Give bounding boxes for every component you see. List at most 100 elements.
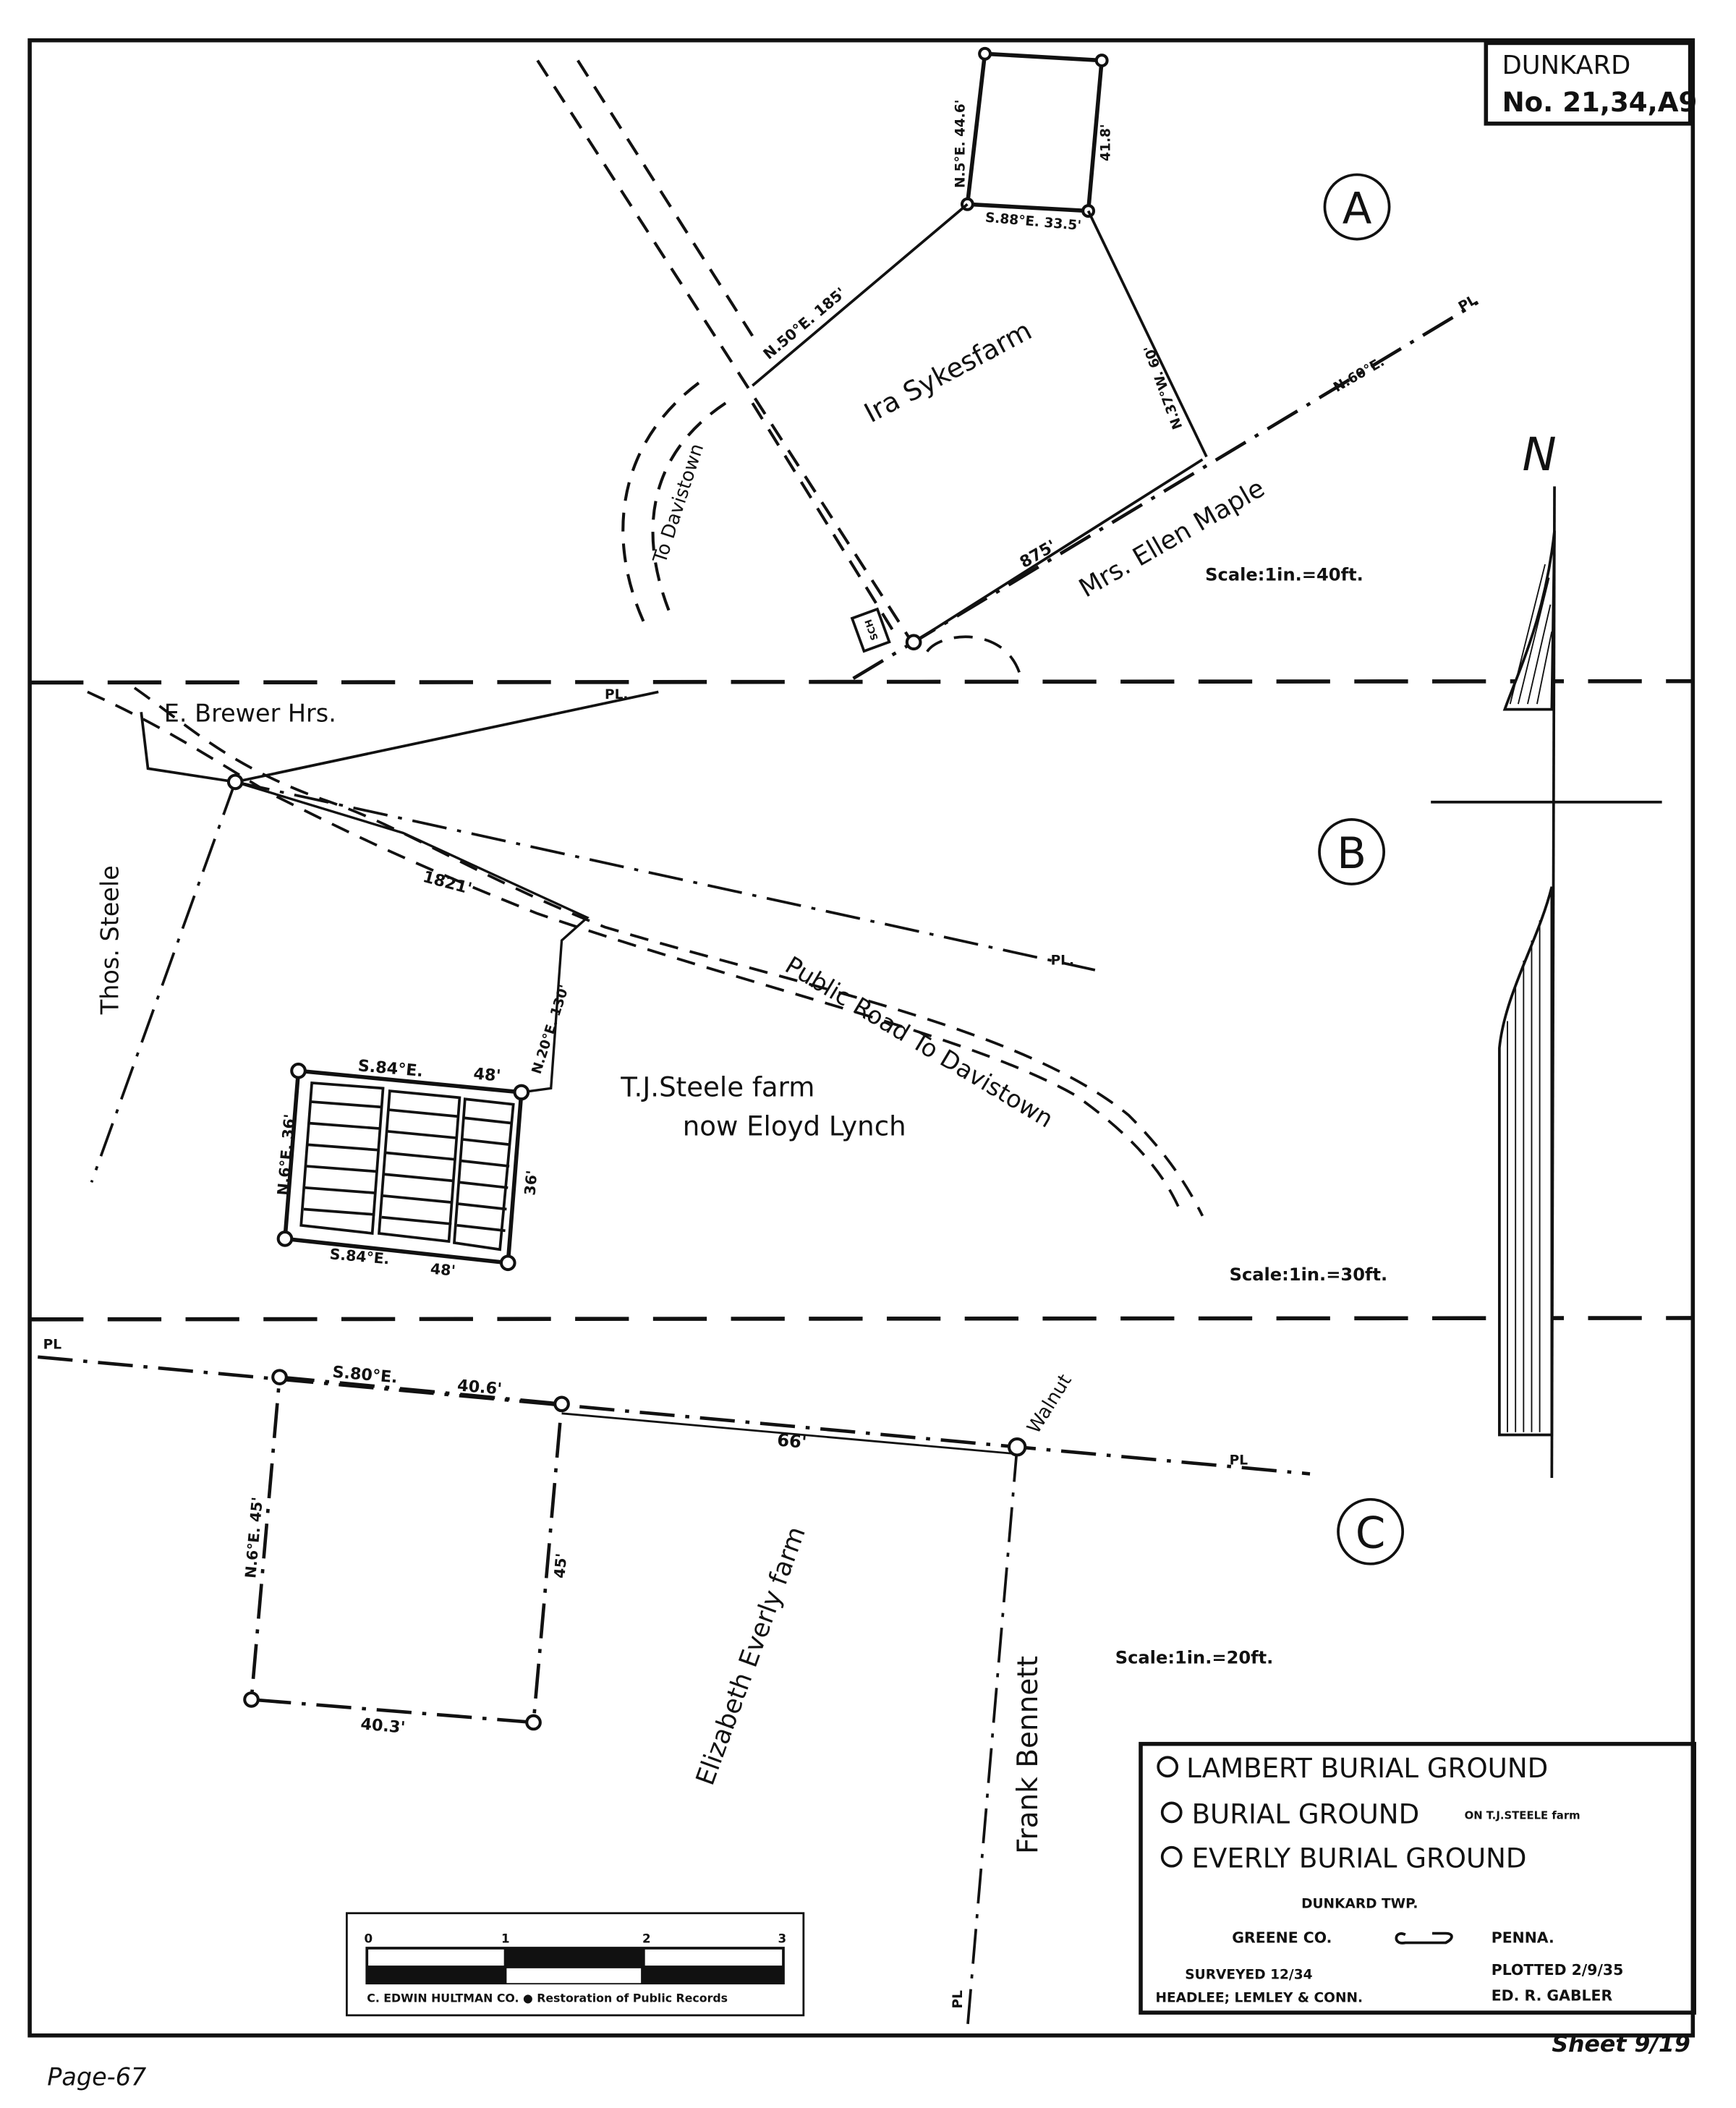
- neighbor-north: E. Brewer Hrs.: [164, 699, 336, 727]
- legend-marker-a: [1157, 1756, 1179, 1778]
- section-divider-bc: [30, 1316, 1693, 1322]
- lot-c-boundary: [250, 1375, 564, 1725]
- lot-a-boundary: [965, 51, 1105, 213]
- call-bottom-len: 48': [430, 1260, 456, 1280]
- scale-tick-0: 0: [365, 1931, 373, 1946]
- driveway: [926, 635, 1023, 679]
- corner-monument: [978, 46, 992, 61]
- legend-marker-c: [1160, 1845, 1183, 1868]
- call-offset: 66': [776, 1429, 807, 1452]
- flourish-icon: [1395, 1931, 1453, 1945]
- walnut-tree-icon: [1007, 1437, 1027, 1457]
- thos-steele-line: [90, 781, 237, 1183]
- public-road: [87, 687, 1204, 1217]
- road-frontage-line: [913, 458, 1204, 644]
- brewer-line: [140, 690, 659, 783]
- legend-plotter: ED. R. GABLER: [1492, 1986, 1613, 2004]
- pl-label: PL: [43, 1338, 62, 1353]
- corner-monument: [513, 1084, 530, 1101]
- call-west: N.6°E. 45': [242, 1496, 266, 1578]
- neighbor-label: Frank Bennett: [1012, 1656, 1044, 1854]
- legend-box: LAMBERT BURIAL GROUND BURIAL GROUND ON T…: [1139, 1741, 1696, 2015]
- scale-label: Scale:1in.=20ft.: [1115, 1647, 1274, 1667]
- legend-b: BURIAL GROUND: [1192, 1798, 1420, 1829]
- road-label: To Davistown: [649, 441, 708, 566]
- pl-label: PL.: [605, 687, 628, 702]
- pl-label: PL.: [1051, 953, 1074, 968]
- title-district: DUNKARD: [1502, 51, 1631, 80]
- scale-label: Scale:1in.=40ft.: [1205, 564, 1363, 585]
- corner-monument: [226, 773, 244, 791]
- farm-label: Elizabeth Everly farm: [690, 1523, 811, 1789]
- scale-bar-caption: C. EDWIN HULTMAN CO. ● Restoration of Pu…: [367, 1991, 728, 2005]
- section-b: E. Brewer Hrs. PL. PL. Thos. Steele T.J.…: [87, 687, 1388, 1285]
- section-marker-b: [1318, 818, 1386, 885]
- corner-monument: [276, 1231, 294, 1247]
- pl-label: PL: [1230, 1453, 1248, 1468]
- burial-plots: [299, 1081, 515, 1251]
- legend-surveyors: HEADLEE; LEMLEY & CONN.: [1155, 1990, 1363, 2005]
- north-arrow: N: [1431, 428, 1662, 1478]
- call-road: 1821': [421, 867, 474, 898]
- legend-b-suffix: ON T.J.STEELE farm: [1465, 1809, 1580, 1822]
- sheet-number: Sheet 9/19: [1552, 2031, 1690, 2057]
- legend-state: PENNA.: [1492, 1929, 1554, 1947]
- call-east: 41.8': [1098, 124, 1113, 161]
- corner-monument: [905, 634, 922, 651]
- map-border: [27, 38, 1695, 2038]
- east-line: [1086, 210, 1208, 458]
- section-marker-c: [1337, 1497, 1405, 1565]
- call-access: N.50°E. 185': [760, 284, 848, 363]
- legend-marker-b: [1160, 1801, 1183, 1824]
- call-se: N.37°W. 60': [1141, 344, 1186, 432]
- title-box: DUNKARD No. 21,34,A9: [1484, 41, 1698, 126]
- scale-tick-1: 1: [501, 1931, 510, 1946]
- corner-monument: [243, 1691, 260, 1708]
- farm-label: Ira Sykesfarm: [859, 315, 1037, 429]
- neighbor-west: Thos. Steele: [96, 865, 124, 1015]
- section-marker-b-label: B: [1337, 829, 1366, 879]
- corner-monument: [499, 1254, 516, 1272]
- graphic-scale-bar: 0 1 2 3 C. EDWIN HULTMAN CO. ● Restorati…: [346, 1912, 805, 2017]
- scale-label: Scale:1in.=30ft.: [1230, 1265, 1388, 1285]
- road-to-davistown: [536, 59, 915, 646]
- section-marker-c-label: C: [1356, 1509, 1386, 1559]
- road-label: Public Road To Davistown: [780, 951, 1058, 1133]
- access-line: [752, 203, 969, 387]
- access-call-line: [234, 781, 590, 1094]
- corner-monument: [290, 1062, 307, 1079]
- call-top-len: 40.6': [456, 1376, 503, 1398]
- north-arrow-barb-lower: [1498, 886, 1554, 1437]
- legend-a: LAMBERT BURIAL GROUND: [1186, 1753, 1548, 1784]
- bennett-line: [966, 1447, 1019, 2029]
- call-top-len: 48': [472, 1064, 501, 1085]
- section-a: SCH N.5°E. 44.6' 41.8' S.88°E. 33.5' N.5…: [536, 46, 1480, 680]
- call-east: 45': [550, 1552, 570, 1579]
- call-west: N.6°E. 36': [274, 1113, 299, 1196]
- corner-monument: [553, 1395, 570, 1413]
- call-bottom: 40.3': [359, 1714, 406, 1737]
- call-access: N.20°E. 130': [529, 983, 573, 1076]
- page-number: Page-67: [47, 2062, 146, 2091]
- legend-county: GREENE CO.: [1232, 1929, 1332, 1947]
- call-west: N.5°E. 44.6': [953, 100, 969, 188]
- north-label: N: [1522, 428, 1556, 481]
- section-marker-a-label: A: [1343, 184, 1372, 234]
- section-marker-a: [1323, 173, 1391, 241]
- section-divider-ab: [30, 679, 1693, 685]
- call-east: 36': [521, 1170, 540, 1197]
- call-south: S.88°E. 33.5': [984, 211, 1082, 234]
- pl-label: PL: [950, 1990, 966, 2009]
- scale-tick-2: 2: [642, 1931, 651, 1946]
- pl-label: PL: [1456, 292, 1480, 315]
- legend-c: EVERLY BURIAL GROUND: [1192, 1843, 1527, 1874]
- corner-monument: [525, 1714, 542, 1731]
- schoolhouse: SCH: [850, 607, 891, 653]
- tree-label: Walnut: [1024, 1371, 1076, 1438]
- title-number: No. 21,34,A9: [1502, 87, 1698, 118]
- legend-township: DUNKARD TWP.: [1301, 1896, 1418, 1911]
- corner-monument: [271, 1369, 288, 1385]
- legend-surveyed: SURVEYED 12/34: [1185, 1968, 1312, 1983]
- farm-now-label: now Eloyd Lynch: [683, 1110, 906, 1142]
